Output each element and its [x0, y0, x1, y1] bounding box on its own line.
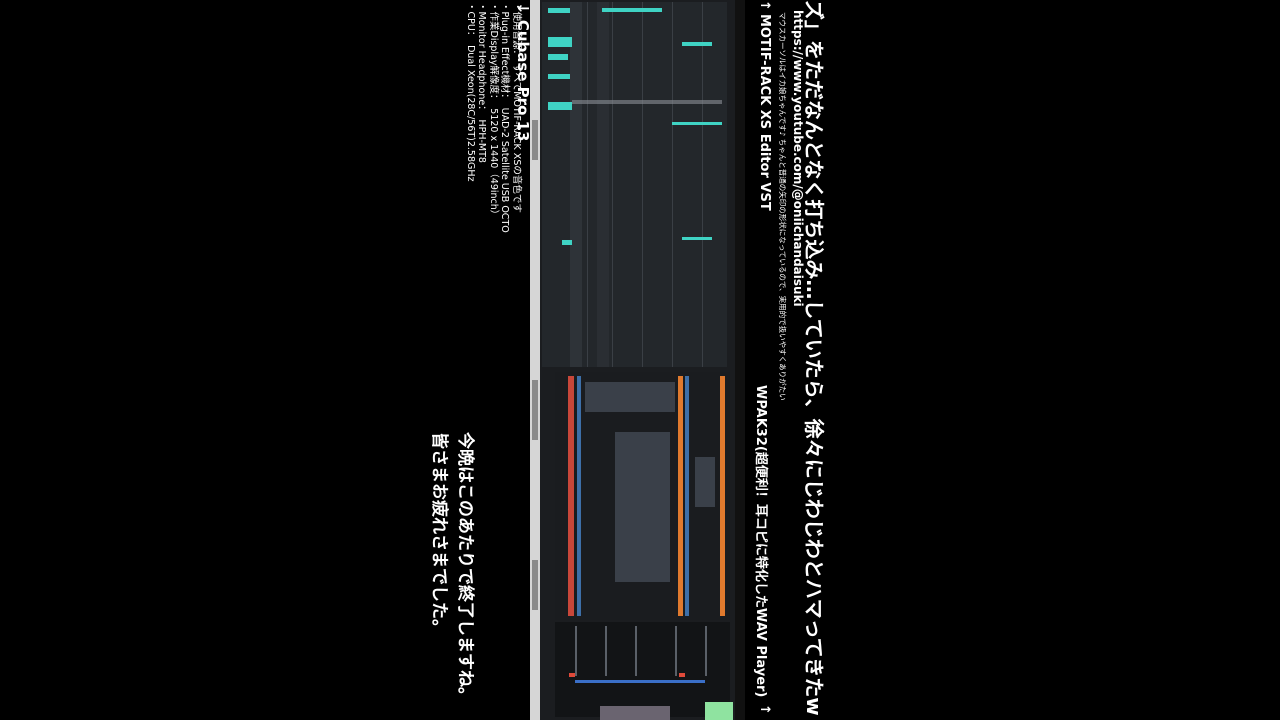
mouse-cursor-note: マウスカーソルはイカ娘ちゃんです♪ ちゃんと普通の矢印の形状になっているので、実…	[778, 12, 787, 401]
track-lane-orange[interactable]	[720, 376, 725, 616]
note-block	[548, 37, 572, 47]
grid-line	[702, 2, 703, 367]
selected-row	[572, 100, 722, 104]
mixer-channel[interactable]	[575, 626, 577, 676]
note-block	[672, 122, 722, 125]
midi-part[interactable]	[585, 382, 675, 412]
wav-player-label: WPAK32(超便利！耳コピに特化したWAV Player)	[753, 385, 768, 698]
closing-message: 今晩はこのあたりで終了しますね。 皆さまお疲れさまでした。	[426, 432, 478, 704]
key-editor-panel[interactable]	[542, 2, 727, 367]
up-arrow-icon: ↑	[757, 704, 772, 715]
toolbar-block	[532, 560, 538, 610]
status-thumbnail	[705, 702, 733, 720]
note-block	[682, 42, 712, 46]
spec-line: ・Plug-in Effect機材： UAD-2 Satellite USB O…	[499, 2, 511, 233]
spec-line: ・作業Display解像度： 5120 x 1440（49inch）	[488, 2, 499, 220]
note-block	[562, 240, 572, 245]
grid-line	[672, 2, 673, 367]
mixer-panel[interactable]	[555, 622, 730, 717]
track-lane-red[interactable]	[568, 376, 574, 616]
grid-line	[587, 2, 588, 367]
mixer-indicator	[679, 673, 685, 677]
mixer-channel[interactable]	[675, 626, 677, 676]
mixer-channel[interactable]	[635, 626, 637, 676]
mixer-bar	[575, 680, 705, 683]
track-lane-blue[interactable]	[577, 376, 581, 616]
webcam-feed	[600, 706, 670, 720]
note-block	[682, 237, 712, 240]
closing-line-1: 今晩はこのあたりで終了しますね。	[455, 432, 475, 704]
spec-line: ・CPU： Dual Xeon(28C/56T)2.58GHz	[465, 2, 476, 182]
daw-left-toolbar	[530, 0, 540, 720]
spec-line: ・Monitor Headphone： HPH-MT8	[476, 2, 488, 163]
grid-line	[612, 2, 613, 367]
track-lane-orange[interactable]	[678, 376, 683, 616]
cubase-window	[530, 0, 745, 720]
up-arrow-icon: ↑	[757, 0, 772, 11]
mixer-channel[interactable]	[605, 626, 607, 676]
note-block	[548, 54, 568, 60]
toolbar-block	[532, 120, 538, 160]
mixer-channel[interactable]	[705, 626, 707, 676]
note-block	[602, 8, 662, 12]
caption-text: ズ」をただなんとなく打ち込み…していたら、徐々にじわじわとハマってきたw	[802, 0, 826, 716]
editor-label: MOTIF-RACK XS Editor VST	[757, 14, 772, 211]
mixer-indicator	[569, 673, 575, 677]
note-block	[548, 74, 570, 79]
daw-title: ↓ Cubase Pro 13	[514, 2, 532, 141]
daw-name: Cubase Pro 13	[514, 19, 532, 142]
note-block	[548, 102, 572, 110]
midi-part[interactable]	[695, 457, 715, 507]
daw-right-scrollbar[interactable]	[735, 0, 745, 720]
closing-line-2: 皆さまお疲れさまでした。	[429, 432, 449, 636]
track-strip	[597, 2, 609, 367]
down-arrow-icon: ↓	[514, 2, 532, 15]
grid-line	[642, 2, 643, 367]
arrangement-view[interactable]	[555, 372, 730, 620]
note-block	[548, 8, 570, 13]
track-strip	[570, 2, 582, 367]
track-lane-blue[interactable]	[685, 376, 689, 616]
toolbar-block	[532, 380, 538, 440]
midi-part[interactable]	[615, 432, 670, 582]
